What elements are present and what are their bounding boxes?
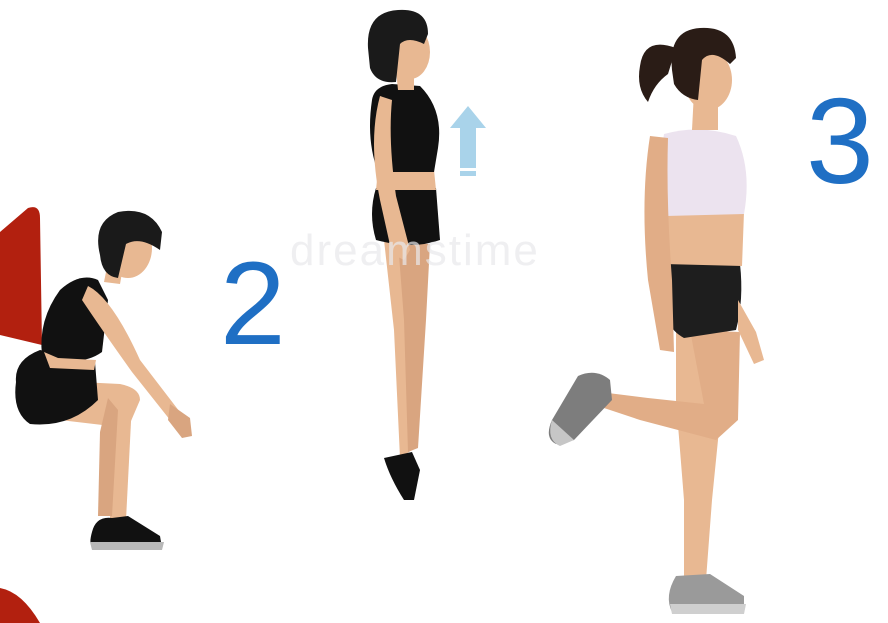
step-number-2: 2 (220, 245, 286, 363)
watermark: dreamstime (290, 226, 540, 275)
step-number-3: 3 (806, 80, 874, 202)
